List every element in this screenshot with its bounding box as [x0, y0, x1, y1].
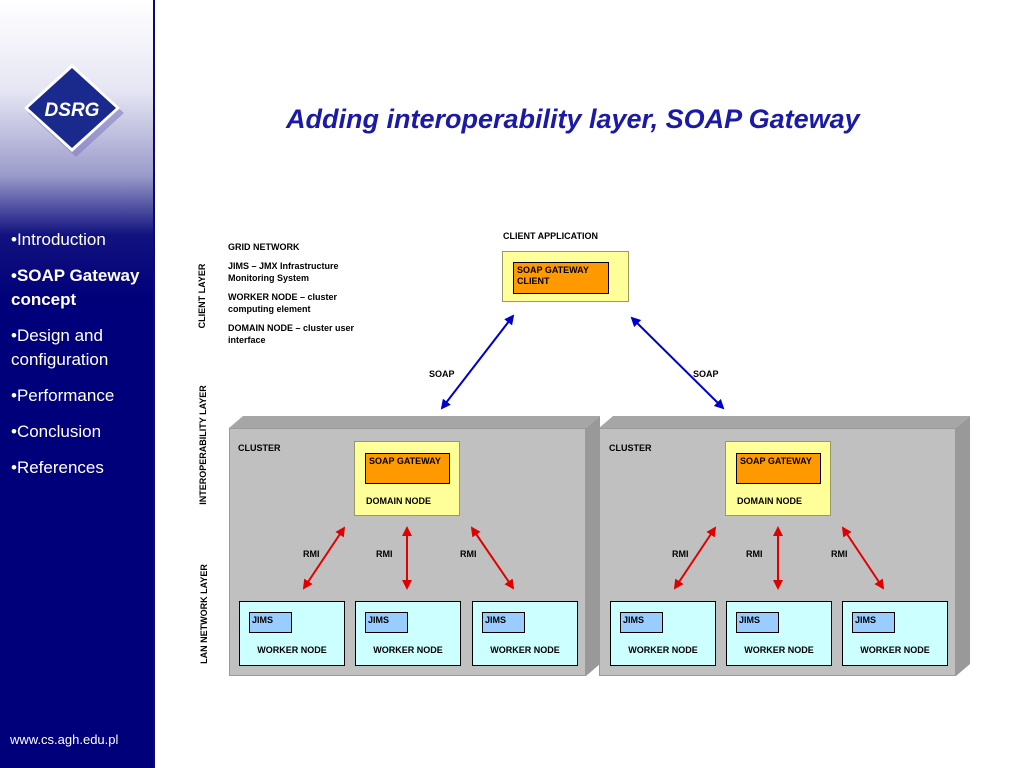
- legend-grid: GRID NETWORK: [228, 242, 300, 252]
- cluster-2-rmi-1: RMI: [672, 549, 689, 559]
- lan-layer-label: LAN NETWORK LAYER: [199, 564, 209, 664]
- cluster-2-rmi-3: RMI: [831, 549, 848, 559]
- jims-box: JIMS: [249, 612, 292, 633]
- worker-node-label: WORKER NODE: [628, 645, 698, 655]
- footer-url[interactable]: www.cs.agh.edu.pl: [10, 732, 119, 747]
- cluster-1-soap-gateway: SOAP GATEWAY: [365, 453, 450, 484]
- worker-node-label: WORKER NODE: [860, 645, 930, 655]
- cluster-2-soap-gateway: SOAP GATEWAY: [736, 453, 821, 484]
- cluster-1-label: CLUSTER: [238, 443, 281, 453]
- cluster-1-rmi-2: RMI: [376, 549, 393, 559]
- soap-gateway-client-box: SOAP GATEWAY CLIENT: [513, 262, 609, 294]
- cluster-1-worker-node-1: JIMS WORKER NODE: [239, 601, 345, 666]
- soap-arrow-left: [440, 314, 515, 410]
- cluster-2-worker-node-1: JIMS WORKER NODE: [610, 601, 716, 666]
- nav-item-introduction[interactable]: •Introduction: [11, 230, 106, 249]
- cluster-1-domain-node: SOAP GATEWAY DOMAIN NODE: [354, 441, 460, 516]
- jims-box: JIMS: [482, 612, 525, 633]
- legend-domain: DOMAIN NODE – cluster user interface: [228, 323, 355, 345]
- cluster-2-rmi-2: RMI: [746, 549, 763, 559]
- nav-item-design-and-configuration[interactable]: •Design and configuration: [11, 326, 109, 369]
- cluster-2-worker-node-2: JIMS WORKER NODE: [726, 601, 832, 666]
- cluster-2-label: CLUSTER: [609, 443, 652, 453]
- page-title: Adding interoperability layer, SOAP Gate…: [286, 104, 860, 134]
- interop-layer-label: INTEROPERABILITY LAYER: [198, 385, 208, 505]
- soap-label-left: SOAP: [429, 369, 455, 379]
- client-application-label: CLIENT APPLICATION: [503, 231, 598, 241]
- nav-item-soap-gateway-concept[interactable]: •SOAP Gateway concept: [11, 266, 140, 309]
- cluster-1-worker-node-3: JIMS WORKER NODE: [472, 601, 578, 666]
- jims-box: JIMS: [620, 612, 663, 633]
- nav-item-conclusion[interactable]: •Conclusion: [11, 422, 102, 441]
- worker-node-label: WORKER NODE: [744, 645, 814, 655]
- jims-box: JIMS: [852, 612, 895, 633]
- legend: GRID NETWORK JIMS – JMX Infrastructure M…: [228, 241, 378, 353]
- nav-list: •Introduction •SOAP Gateway concept •Des…: [11, 228, 151, 492]
- cluster-2-worker-node-3: JIMS WORKER NODE: [842, 601, 948, 666]
- worker-node-label: WORKER NODE: [257, 645, 327, 655]
- logo-text: DSRG: [45, 100, 100, 121]
- worker-node-label: WORKER NODE: [490, 645, 560, 655]
- cluster-1-worker-node-2: JIMS WORKER NODE: [355, 601, 461, 666]
- cluster-1-rmi-1: RMI: [303, 549, 320, 559]
- sidebar: DSRG •Introduction •SOAP Gateway concept…: [0, 0, 155, 768]
- soap-arrow-right: [630, 316, 725, 410]
- jims-box: JIMS: [365, 612, 408, 633]
- legend-worker: WORKER NODE – cluster computing element: [228, 292, 338, 314]
- nav-item-performance[interactable]: •Performance: [11, 386, 115, 405]
- cluster-1-rmi-3: RMI: [460, 549, 477, 559]
- soap-label-right: SOAP: [693, 369, 719, 379]
- client-application-box: SOAP GATEWAY CLIENT: [502, 251, 629, 302]
- client-layer-label: CLIENT LAYER: [197, 263, 207, 329]
- cluster-2-domain-node-label: DOMAIN NODE: [737, 496, 802, 506]
- nav-item-references[interactable]: •References: [11, 458, 104, 477]
- worker-node-label: WORKER NODE: [373, 645, 443, 655]
- jims-box: JIMS: [736, 612, 779, 633]
- legend-jims: JIMS – JMX Infrastructure Monitoring Sys…: [228, 261, 339, 283]
- cluster-1-domain-node-label: DOMAIN NODE: [366, 496, 431, 506]
- dsrg-logo: DSRG: [24, 64, 124, 157]
- cluster-2-domain-node: SOAP GATEWAY DOMAIN NODE: [725, 441, 831, 516]
